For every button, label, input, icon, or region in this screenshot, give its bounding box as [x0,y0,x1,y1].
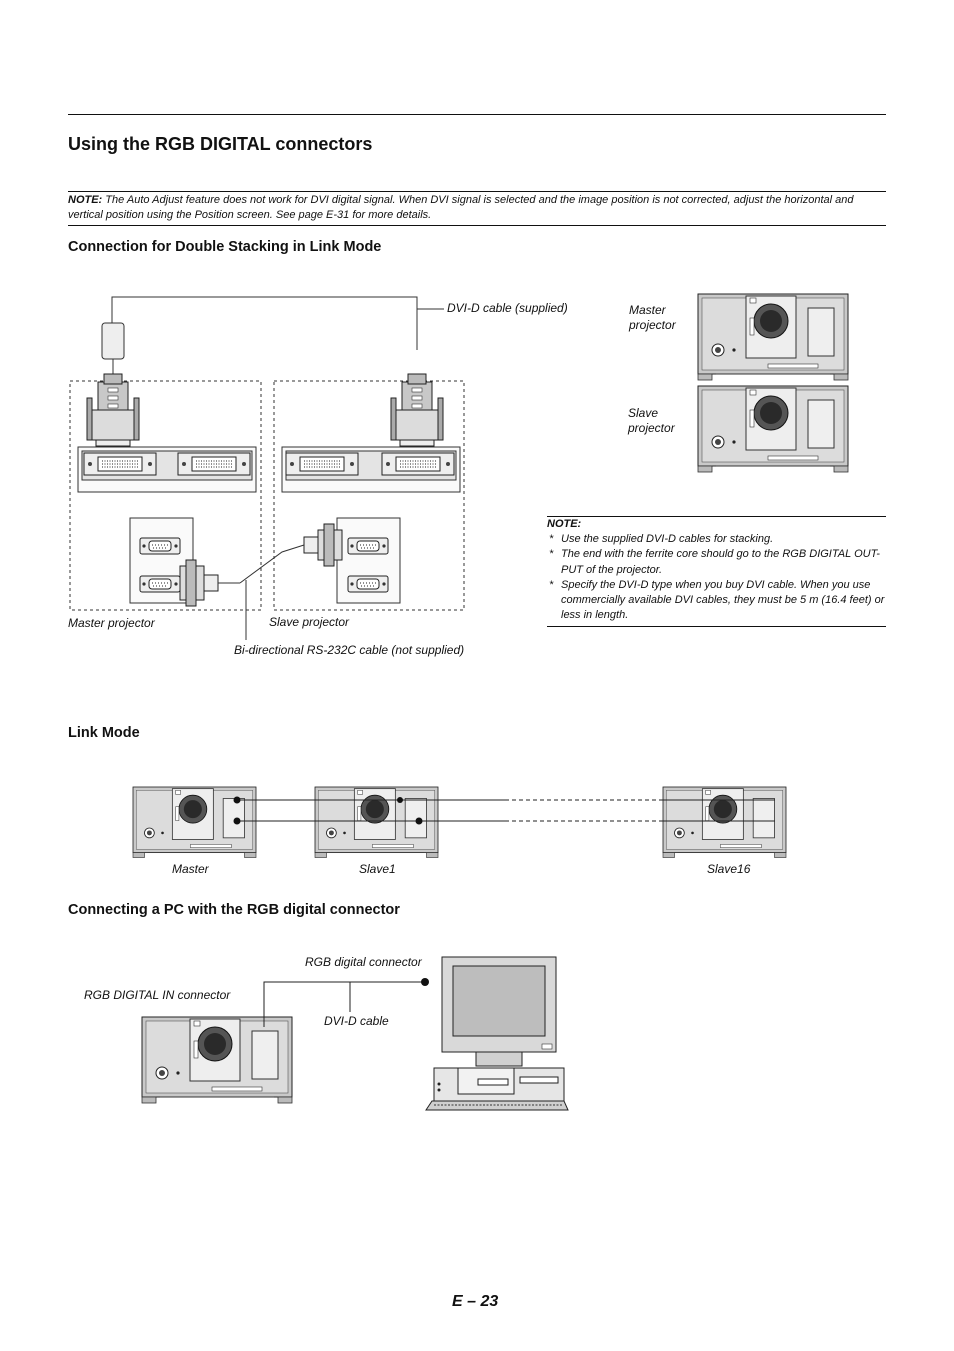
label-dvi-d-cable: DVI-D cable [324,1014,389,1028]
section-heading-link-mode: Link Mode [68,725,140,741]
label-link-slave1: Slave1 [359,862,396,876]
page-number: E – 23 [452,1293,499,1310]
note-top: NOTE: The Auto Adjust feature does not w… [68,193,886,223]
label-slave-projector-left: Slave projector [269,615,350,629]
label-stack-slave-line1: Slave [628,406,659,420]
label-rgb-digital-connector: RGB digital connector [305,955,422,969]
note-top-label: NOTE: [68,194,103,206]
label-dvi-cable-supplied: DVI-D cable (supplied) [447,301,568,315]
page-title: Using the RGB DIGITAL connectors [68,134,373,154]
note-top-text: The Auto Adjust feature does not work fo… [68,194,854,221]
link-mode-diagram [132,786,787,858]
label-rs232-cable: Bi-directional RS-232C cable (not suppli… [234,643,465,657]
section-heading-pc-connection: Connecting a PC with the RGB digital con… [68,902,400,918]
label-rgb-digital-in: RGB DIGITAL IN connector [84,988,231,1002]
note-item: *The end with the ferrite core should go… [549,548,880,576]
label-stack-master-line1: Master [629,303,666,317]
label-stack-master-line2: projector [629,318,676,332]
note-top-rule [68,191,886,192]
note-box-top-rule [547,516,886,517]
section-heading-double-stacking: Connection for Double Stacking in Link M… [68,239,382,255]
note-item: *Use the supplied DVI-D cables for stack… [549,533,774,546]
label-link-master: Master [172,862,209,876]
note-box-title: NOTE: [547,518,582,530]
pc-connection-diagram [141,956,569,1111]
note-box: NOTE: *Use the supplied DVI-D cables for… [547,517,886,623]
label-link-slave16: Slave16 [707,862,751,876]
note-box-bottom-rule [547,626,886,627]
double-stacking-diagram [69,293,849,640]
note-bottom-rule [68,225,886,226]
label-master-projector-left: Master projector [68,616,155,630]
label-stack-slave-line2: projector [628,421,675,435]
top-rule [68,114,886,115]
note-item: *Specify the DVI-D type when you buy DVI… [549,578,885,622]
